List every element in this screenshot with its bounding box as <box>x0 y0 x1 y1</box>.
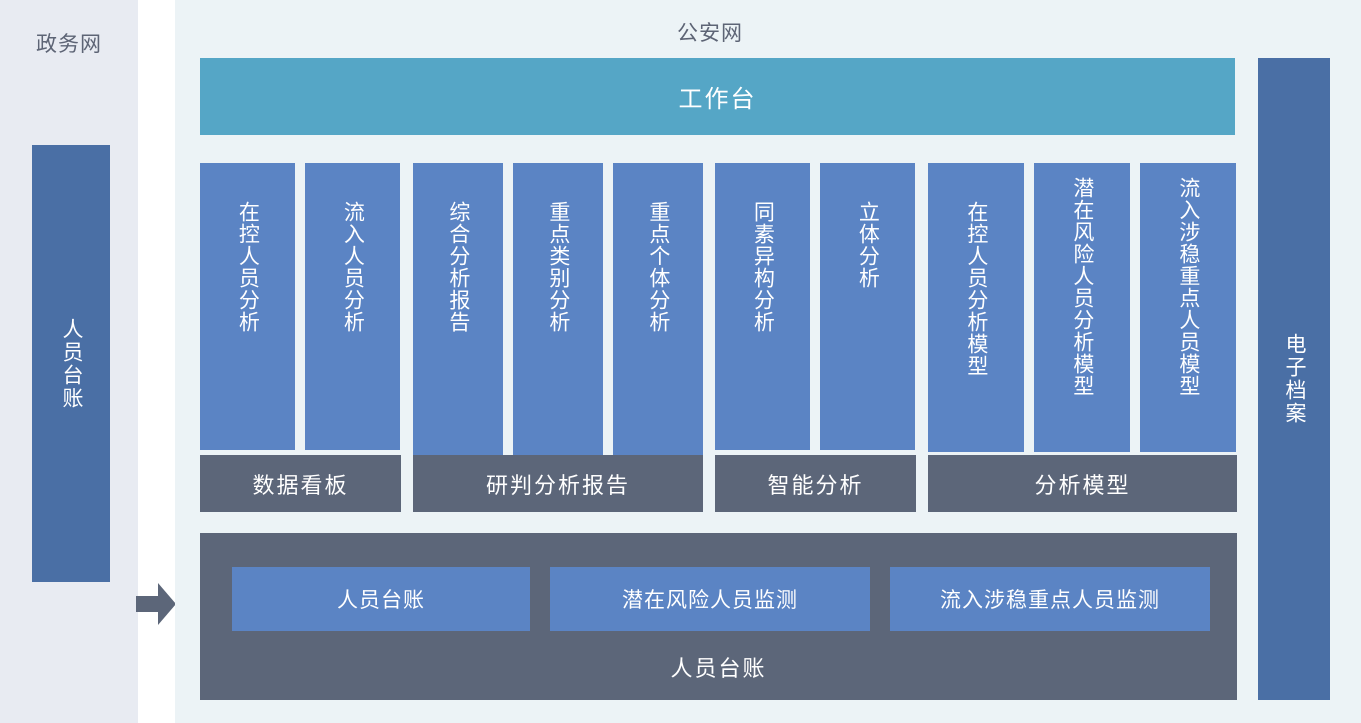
module-card[interactable]: 同素异构分析 <box>715 163 810 450</box>
module-card-list: 在控人员分析 流入人员分析 <box>200 163 401 450</box>
government-network-title: 政务网 <box>36 33 102 56</box>
module-card[interactable]: 潜在风险人员分析模型 <box>1034 163 1130 452</box>
module-card-list: 综合分析报告 重点类别分析 重点个体分析 <box>413 163 703 455</box>
ledger-item[interactable]: 潜在风险人员监测 <box>550 567 870 631</box>
module-group-footer-label[interactable]: 分析模型 <box>928 455 1237 512</box>
module-card-list: 同素异构分析 立体分析 <box>715 163 916 450</box>
arrow-right-icon <box>136 583 176 625</box>
module-card[interactable]: 流入人员分析 <box>305 163 400 450</box>
module-groups-row: 在控人员分析 流入人员分析 数据看板 综合分析报告 重点类别分析 重点个体分析 … <box>200 163 1237 512</box>
ledger-item[interactable]: 流入涉稳重点人员监测 <box>890 567 1210 631</box>
personnel-ledger-item-list: 人员台账 潜在风险人员监测 流入涉稳重点人员监测 <box>232 567 1210 631</box>
module-group-model: 在控人员分析模型 潜在风险人员分析模型 流入涉稳重点人员模型 分析模型 <box>928 163 1237 512</box>
module-group-dashboard: 在控人员分析 流入人员分析 数据看板 <box>200 163 401 512</box>
module-card-list: 在控人员分析模型 潜在风险人员分析模型 流入涉稳重点人员模型 <box>928 163 1237 452</box>
ledger-item[interactable]: 人员台账 <box>232 567 530 631</box>
electronic-archive-column[interactable]: 电子档案 <box>1258 58 1330 700</box>
module-card[interactable]: 在控人员分析模型 <box>928 163 1024 452</box>
gov-personnel-ledger-column[interactable]: 人员台账 <box>32 145 110 582</box>
module-group-footer-label[interactable]: 数据看板 <box>200 455 401 512</box>
government-network-panel: 政务网 人员台账 <box>0 0 138 723</box>
workbench-bar[interactable]: 工作台 <box>200 58 1235 135</box>
module-card[interactable]: 立体分析 <box>820 163 915 450</box>
personnel-ledger-caption: 人员台账 <box>670 656 767 681</box>
module-card[interactable]: 在控人员分析 <box>200 163 295 450</box>
module-card[interactable]: 综合分析报告 <box>413 163 503 455</box>
module-card[interactable]: 重点个体分析 <box>613 163 703 455</box>
module-card[interactable]: 重点类别分析 <box>513 163 603 455</box>
module-group-intelligence: 同素异构分析 立体分析 智能分析 <box>715 163 916 512</box>
personnel-ledger-block: 人员台账 潜在风险人员监测 流入涉稳重点人员监测 人员台账 <box>200 533 1237 700</box>
public-security-network-title: 公安网 <box>677 22 743 45</box>
module-card[interactable]: 流入涉稳重点人员模型 <box>1140 163 1236 452</box>
module-group-footer-label[interactable]: 智能分析 <box>715 455 916 512</box>
module-group-report: 综合分析报告 重点类别分析 重点个体分析 研判分析报告 <box>413 163 703 512</box>
public-security-network-panel: 公安网 工作台 在控人员分析 流入人员分析 数据看板 综合分析报告 重点类别分析… <box>175 0 1361 723</box>
module-group-footer-label[interactable]: 研判分析报告 <box>413 455 703 512</box>
